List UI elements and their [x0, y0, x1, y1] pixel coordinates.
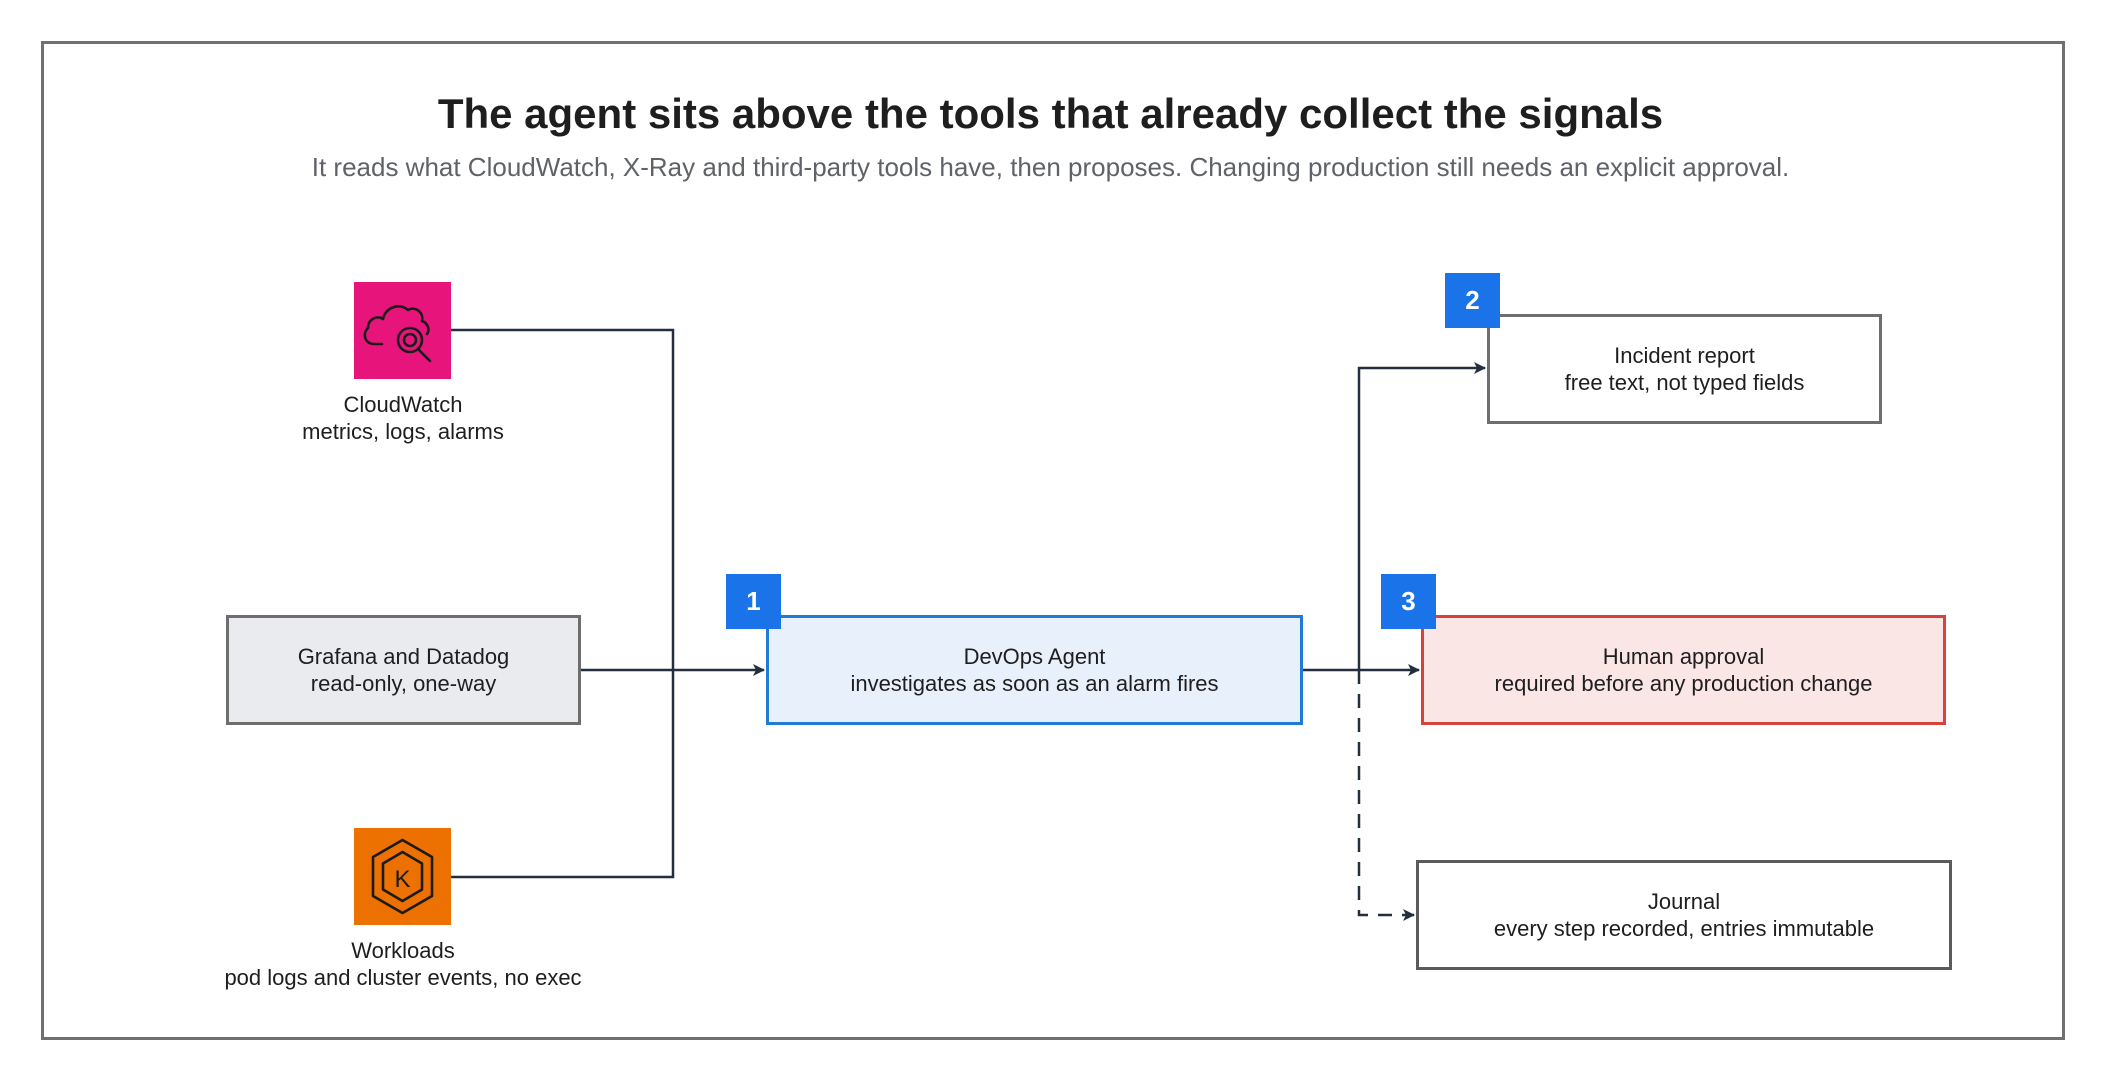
cloudwatch-detail: metrics, logs, alarms	[302, 419, 504, 444]
agent-to-journal-arrow	[1357, 670, 1415, 921]
devops-agent-box: DevOps Agent investigates as soon as an …	[766, 615, 1303, 725]
step-badge-3: 3	[1381, 574, 1436, 629]
cloudwatch-title: CloudWatch	[343, 392, 463, 417]
diagram-frame	[41, 41, 2065, 1040]
step-badge-1: 1	[726, 574, 781, 629]
diagram-title: The agent sits above the tools that alre…	[437, 90, 1664, 137]
step-badge-2: 2	[1445, 273, 1500, 328]
third-party-tools-title: Grafana and Datadog	[297, 644, 510, 669]
human-approval-box: Human approval required before any produ…	[1421, 615, 1946, 725]
workloads-icon: K	[354, 828, 451, 925]
cloudwatch-icon	[354, 282, 451, 379]
incident-report-detail: free text, not typed fields	[1564, 370, 1805, 395]
workloads-caption: Workloads pod logs and cluster events, n…	[203, 937, 603, 991]
third-party-tools-detail: read-only, one-way	[310, 671, 497, 696]
diagram-subtitle: It reads what CloudWatch, X-Ray and thir…	[311, 152, 1790, 182]
journal-title: Journal	[1647, 889, 1721, 914]
workloads-detail: pod logs and cluster events, no exec	[224, 965, 582, 990]
third-party-tools-box: Grafana and Datadog read-only, one-way	[226, 615, 581, 725]
journal-box: Journal every step recorded, entries imm…	[1416, 860, 1952, 970]
devops-agent-title: DevOps Agent	[963, 644, 1106, 669]
workloads-connector	[451, 670, 675, 879]
journal-detail: every step recorded, entries immutable	[1493, 916, 1875, 941]
agent-to-report-arrow	[1357, 362, 1486, 670]
incident-report-title: Incident report	[1614, 343, 1755, 368]
workloads-title: Workloads	[351, 938, 455, 963]
human-approval-title: Human approval	[1602, 644, 1765, 669]
incident-report-box: Incident report free text, not typed fie…	[1487, 314, 1882, 424]
cloudwatch-caption: CloudWatch metrics, logs, alarms	[253, 391, 553, 445]
cloudwatch-connector	[451, 328, 675, 670]
svg-text:K: K	[394, 866, 410, 893]
human-approval-detail: required before any production change	[1494, 671, 1873, 696]
devops-agent-detail: investigates as soon as an alarm fires	[850, 671, 1219, 696]
